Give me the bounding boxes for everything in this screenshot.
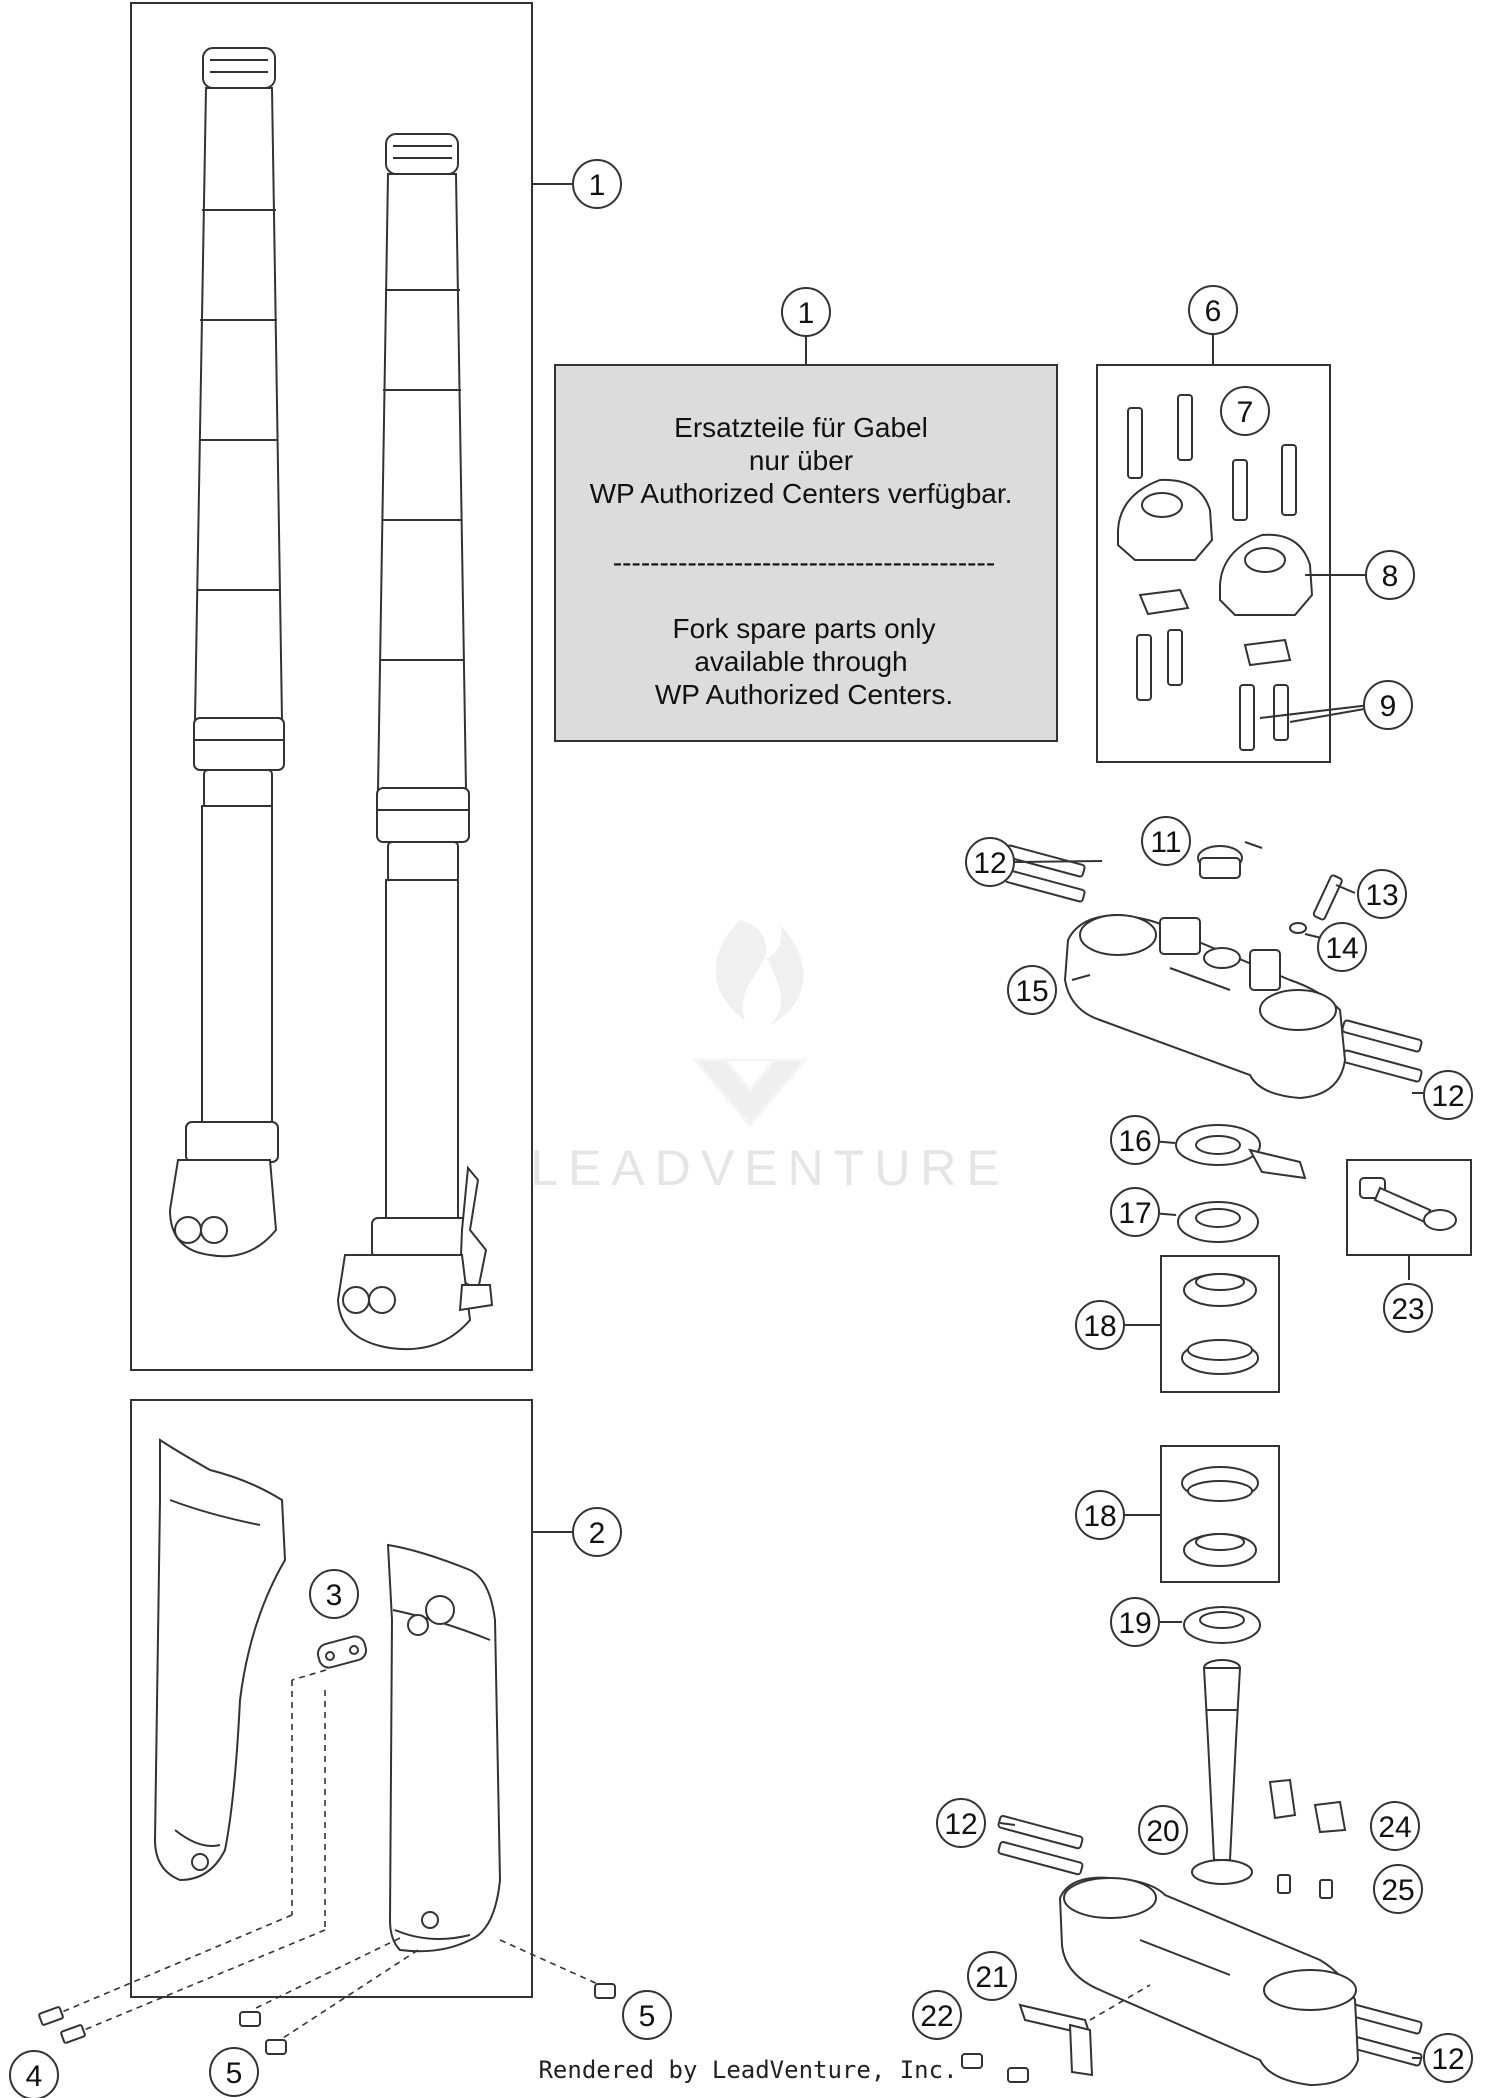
svg-text:8: 8 bbox=[1382, 560, 1399, 593]
note-line-en-3: WP Authorized Centers. bbox=[655, 679, 953, 710]
callout-20: 20 bbox=[1138, 1805, 1188, 1855]
callout-9: 9 bbox=[1363, 680, 1413, 730]
callout-12a: 12 bbox=[965, 837, 1015, 887]
right-fork-leg bbox=[336, 133, 494, 1351]
svg-text:18: 18 bbox=[1083, 1310, 1116, 1343]
svg-text:7: 7 bbox=[1237, 396, 1254, 429]
svg-text:15: 15 bbox=[1015, 975, 1048, 1008]
screws-part-4 bbox=[38, 2006, 86, 2044]
note-line-de-2: nur über bbox=[749, 445, 853, 476]
callout-12b: 12 bbox=[1423, 1070, 1473, 1120]
callout-24: 24 bbox=[1370, 1801, 1420, 1851]
callout-7: 7 bbox=[1220, 386, 1270, 436]
svg-text:11: 11 bbox=[1150, 826, 1181, 859]
callout-4: 4 bbox=[9, 2050, 59, 2098]
clip-part-3 bbox=[316, 1635, 368, 1669]
callout-23: 23 bbox=[1383, 1283, 1433, 1333]
svg-text:12: 12 bbox=[1431, 1080, 1464, 1113]
svg-text:13: 13 bbox=[1365, 879, 1398, 912]
svg-text:1: 1 bbox=[589, 169, 606, 202]
callout-11: 11 bbox=[1141, 816, 1191, 866]
left-fork-leg bbox=[168, 47, 285, 1258]
callout-markers: 1 1 2 3 4 5 5 6 7 8 9 11 12 12 12 12 13 … bbox=[9, 159, 1473, 2098]
note-line-de-3: WP Authorized Centers verfügbar. bbox=[590, 478, 1013, 509]
svg-text:9: 9 bbox=[1380, 690, 1397, 723]
callout-5b: 5 bbox=[622, 1990, 672, 2040]
svg-text:18: 18 bbox=[1083, 1500, 1116, 1533]
svg-text:4: 4 bbox=[26, 2060, 43, 2093]
callout-12c: 12 bbox=[936, 1798, 986, 1848]
callout-15: 15 bbox=[1007, 965, 1057, 1015]
callout-2: 2 bbox=[572, 1507, 622, 1557]
svg-text:1: 1 bbox=[798, 297, 815, 330]
upper-triple-clamp bbox=[1004, 844, 1423, 1100]
callout-19: 19 bbox=[1110, 1597, 1160, 1647]
svg-text:25: 25 bbox=[1381, 1874, 1414, 1907]
handlebar-clamp-group bbox=[1096, 335, 1371, 763]
screws-part-5 bbox=[239, 1983, 616, 2055]
watermark-text: LEADVENTURE bbox=[530, 1140, 1010, 1196]
note-line-en-1: Fork spare parts only bbox=[673, 613, 936, 644]
svg-text:12: 12 bbox=[944, 1808, 977, 1841]
svg-text:2: 2 bbox=[589, 1517, 606, 1550]
callout-6: 6 bbox=[1188, 285, 1238, 335]
svg-text:12: 12 bbox=[1431, 2043, 1464, 2076]
left-fork-guard bbox=[153, 1438, 287, 1882]
fork-guard-box bbox=[130, 1399, 533, 1998]
leader-lines bbox=[999, 841, 1423, 2059]
callout-1b: 1 bbox=[781, 287, 831, 337]
fork-assembly-group bbox=[130, 2, 574, 1371]
callout-14: 14 bbox=[1317, 922, 1367, 972]
svg-text:22: 22 bbox=[920, 2000, 953, 2033]
callout-12d: 12 bbox=[1423, 2033, 1473, 2083]
svg-text:6: 6 bbox=[1205, 295, 1222, 328]
spare-parts-note: Ersatzteile für Gabel nur über WP Author… bbox=[554, 335, 1058, 742]
callout-8: 8 bbox=[1365, 550, 1415, 600]
svg-text:19: 19 bbox=[1118, 1607, 1151, 1640]
svg-text:23: 23 bbox=[1391, 1293, 1424, 1326]
right-fork-guard bbox=[386, 1543, 502, 1953]
callout-22: 22 bbox=[912, 1990, 962, 2040]
svg-text:12: 12 bbox=[973, 847, 1006, 880]
svg-text:5: 5 bbox=[226, 2057, 243, 2090]
callout-1a: 1 bbox=[572, 159, 622, 209]
note-separator: ----------------------------------------… bbox=[613, 547, 995, 578]
callout-21: 21 bbox=[967, 1951, 1017, 2001]
svg-text:24: 24 bbox=[1378, 1811, 1411, 1844]
callout-18b: 18 bbox=[1075, 1490, 1125, 1540]
callout-16: 16 bbox=[1110, 1115, 1160, 1165]
callout-3: 3 bbox=[309, 1569, 359, 1619]
svg-text:5: 5 bbox=[639, 2000, 656, 2033]
svg-text:20: 20 bbox=[1146, 1815, 1179, 1848]
callout-18a: 18 bbox=[1075, 1300, 1125, 1350]
steering-parts bbox=[1160, 1124, 1472, 1644]
svg-text:21: 21 bbox=[975, 1961, 1008, 1994]
lower-triple-clamp bbox=[961, 1659, 1423, 2087]
note-line-de-1: Ersatzteile für Gabel bbox=[674, 412, 928, 443]
note-line-en-2: available through bbox=[694, 646, 907, 677]
svg-text:17: 17 bbox=[1118, 1197, 1151, 1230]
callout-13: 13 bbox=[1357, 869, 1407, 919]
svg-text:3: 3 bbox=[326, 1579, 343, 1612]
callout-5a: 5 bbox=[209, 2047, 259, 2097]
leadventure-watermark: LEADVENTURE bbox=[530, 920, 1010, 1196]
svg-text:14: 14 bbox=[1325, 932, 1358, 965]
fork-guard-group bbox=[38, 1399, 616, 2055]
callout-25: 25 bbox=[1373, 1864, 1423, 1914]
fork-assembly-box bbox=[130, 2, 533, 1371]
callout-17: 17 bbox=[1110, 1187, 1160, 1237]
render-credit: Rendered by LeadVenture, Inc. bbox=[538, 2056, 957, 2084]
svg-text:16: 16 bbox=[1118, 1125, 1151, 1158]
